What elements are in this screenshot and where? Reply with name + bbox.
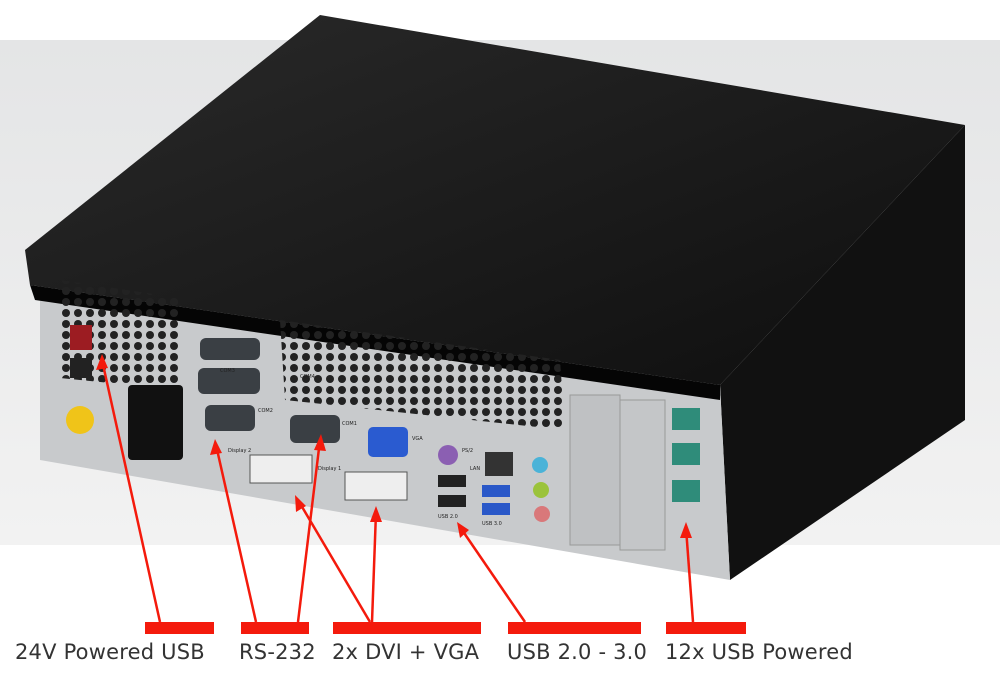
callout-label-rs232: RS-232	[239, 640, 316, 664]
port-label-lan: LAN	[470, 466, 480, 472]
mic-jack	[534, 506, 550, 522]
port-label-com3: COM3	[220, 368, 235, 374]
dvi-port-2	[249, 454, 313, 484]
lan-port	[485, 452, 513, 476]
case-side	[720, 125, 965, 580]
callout-bar-usb	[508, 622, 641, 634]
usb3-port	[482, 485, 510, 497]
audio-out-jack	[533, 482, 549, 498]
case-top	[25, 15, 965, 385]
power-socket	[128, 385, 183, 460]
audio-in-jack	[532, 457, 548, 473]
powered-usb-24v-port	[70, 325, 92, 350]
port-label-usb3: USB 3.0	[482, 521, 502, 527]
callout-label-usb: USB 2.0 - 3.0	[507, 640, 648, 664]
port-label-display2: Display 2	[228, 448, 251, 454]
port-label-vga: VGA	[412, 436, 423, 442]
callout-label-24v-usb: 24V Powered USB	[15, 640, 205, 664]
warning-sticker	[66, 406, 94, 434]
callout-bar-dvi-vga	[333, 622, 481, 634]
port-label-usb2: USB 2.0	[438, 514, 458, 520]
callout-label-dvi-vga: 2x DVI + VGA	[332, 640, 480, 664]
powered-usb-12v-ports	[672, 408, 700, 502]
port-label-com4: COM4	[300, 374, 315, 380]
callout-bar-24v-usb	[145, 622, 214, 634]
callout-arrows	[100, 359, 695, 623]
ps2-port	[438, 445, 458, 465]
callout-bar-12x-usb	[666, 622, 746, 634]
port-label-com1: COM1	[342, 421, 357, 427]
callout-bar-rs232	[241, 622, 309, 634]
port-label-com2: COM2	[258, 408, 273, 414]
callout-label-12x-usb: 12x USB Powered	[665, 640, 853, 664]
usb2-port	[438, 475, 466, 487]
port-label-display1: Display 1	[318, 466, 341, 472]
port-label-ps2: PS/2	[462, 448, 473, 454]
vga-port	[368, 427, 408, 457]
dvi-port-1	[344, 471, 408, 501]
com-ports	[198, 338, 340, 443]
